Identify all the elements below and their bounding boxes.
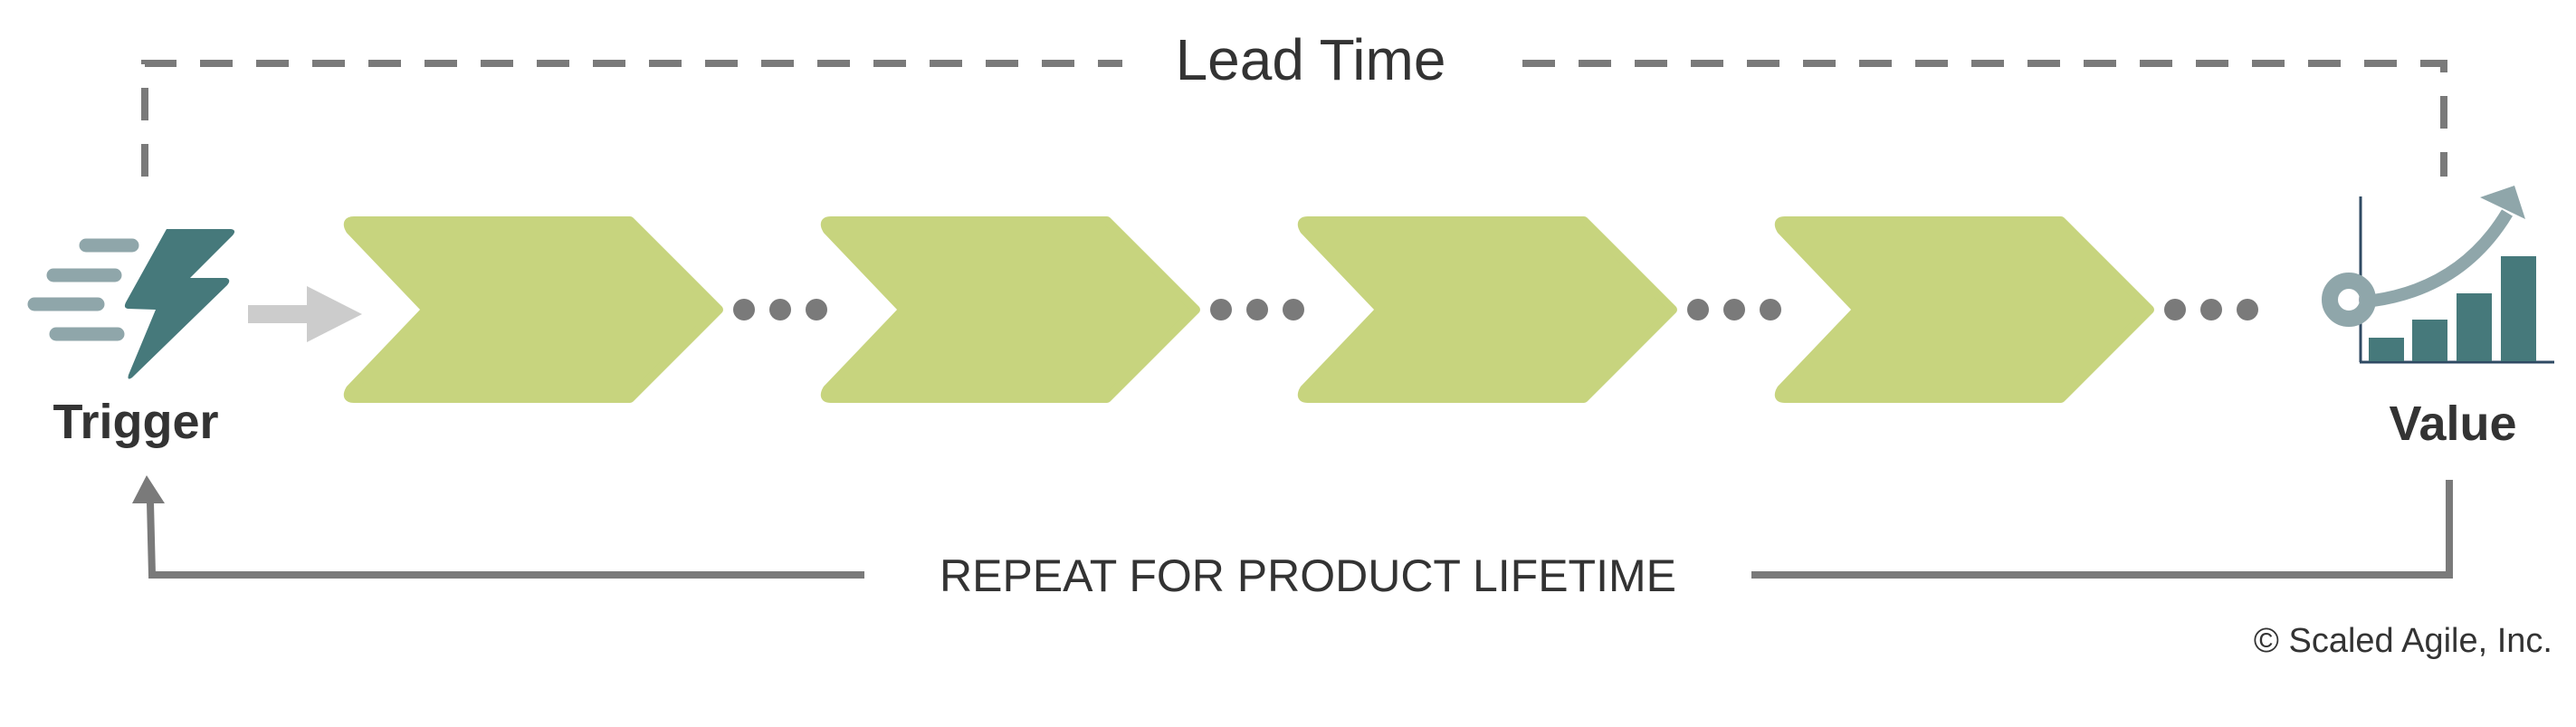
ellipsis-dot <box>2237 299 2258 320</box>
lightning-bolt-icon <box>27 229 235 379</box>
ellipsis-dot <box>769 299 791 320</box>
repeat-loop-arrow <box>147 480 2453 579</box>
ellipsis-dot <box>2164 299 2186 320</box>
bar-chart-growth-icon <box>2322 186 2554 364</box>
repeat-label: REPEAT FOR PRODUCT LIFETIME <box>940 550 1676 601</box>
value-stream-steps <box>343 216 2154 403</box>
copyright-text: © Scaled Agile, Inc. <box>2254 622 2552 660</box>
ellipsis-separators <box>733 299 2258 320</box>
lead-time-bracket <box>141 60 2447 177</box>
ellipsis-dot <box>2200 299 2222 320</box>
ellipsis-dot <box>1283 299 1304 320</box>
ellipsis-dot <box>733 299 755 320</box>
ellipsis-dot <box>1723 299 1745 320</box>
value-label: Value <box>2389 397 2516 451</box>
chevron-step-2 <box>820 216 1200 403</box>
ellipsis-dot <box>1760 299 1781 320</box>
trigger-label: Trigger <box>52 395 218 449</box>
chevron-step-3 <box>1297 216 1677 403</box>
chevron-step-1 <box>343 216 723 403</box>
ellipsis-dot <box>1687 299 1709 320</box>
trigger-arrow-icon <box>248 286 362 342</box>
ellipsis-dot <box>1246 299 1268 320</box>
ellipsis-dot <box>806 299 827 320</box>
up-arrow-icon <box>132 475 165 503</box>
lead-time-label: Lead Time <box>1176 27 1446 92</box>
chevron-step-4 <box>1774 216 2154 403</box>
ellipsis-dot <box>1210 299 1232 320</box>
